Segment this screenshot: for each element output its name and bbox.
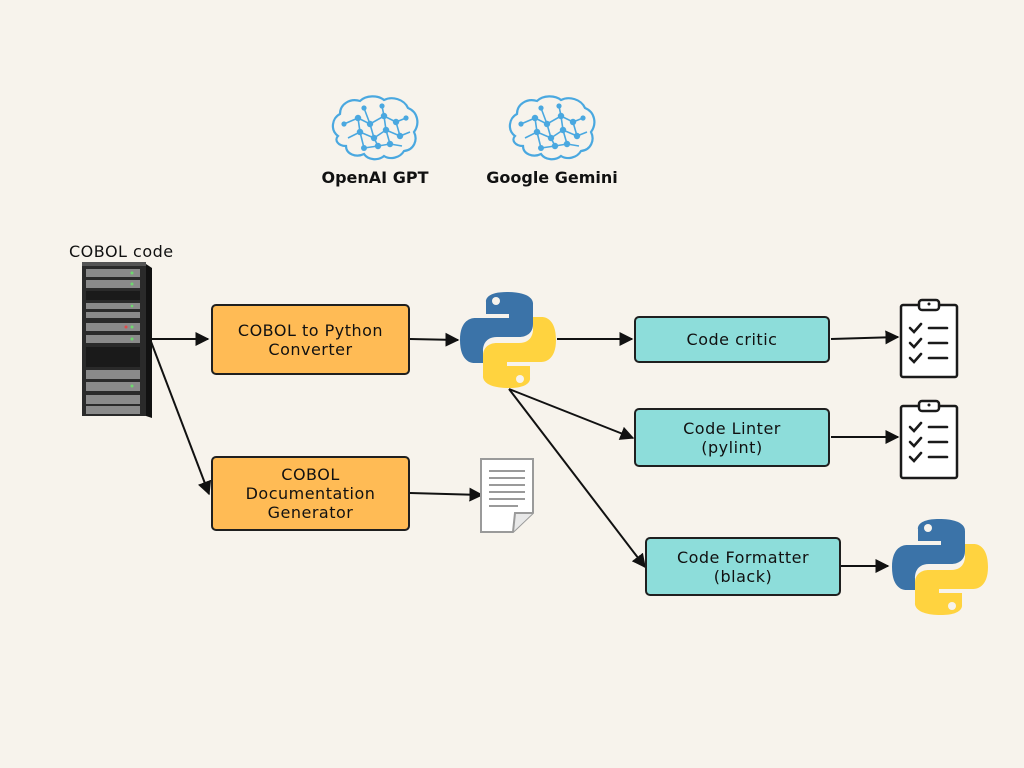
formatter-node: Code Formatter (black) <box>645 537 841 596</box>
linter-node: Code Linter (pylint) <box>634 408 830 467</box>
arrow-critic-to-report <box>830 330 900 345</box>
source-label: COBOL code <box>69 242 174 261</box>
arrow-python-to-linter <box>508 388 635 440</box>
converter-node: COBOL to Python Converter <box>211 304 410 375</box>
brain-icon <box>331 95 419 161</box>
server-rack-icon <box>82 262 152 418</box>
critic-node: Code critic <box>634 316 830 363</box>
checklist-icon <box>899 399 959 480</box>
arrow-python-to-formatter <box>508 388 646 569</box>
doc-generator-node: COBOL Documentation Generator <box>211 456 410 531</box>
python-logo-icon <box>460 292 556 388</box>
llm-label-openai: OpenAI GPT <box>321 168 429 187</box>
llm-label-gemini: Google Gemini <box>486 168 618 187</box>
arrow-converter-to-python <box>409 332 460 347</box>
arrow-source-to-doc-generator <box>149 338 212 496</box>
checklist-icon <box>899 298 959 379</box>
document-icon <box>480 458 534 533</box>
brain-icon <box>508 95 596 161</box>
python-logo-icon <box>892 519 988 615</box>
arrow-doc-generator-to-document <box>409 487 484 502</box>
